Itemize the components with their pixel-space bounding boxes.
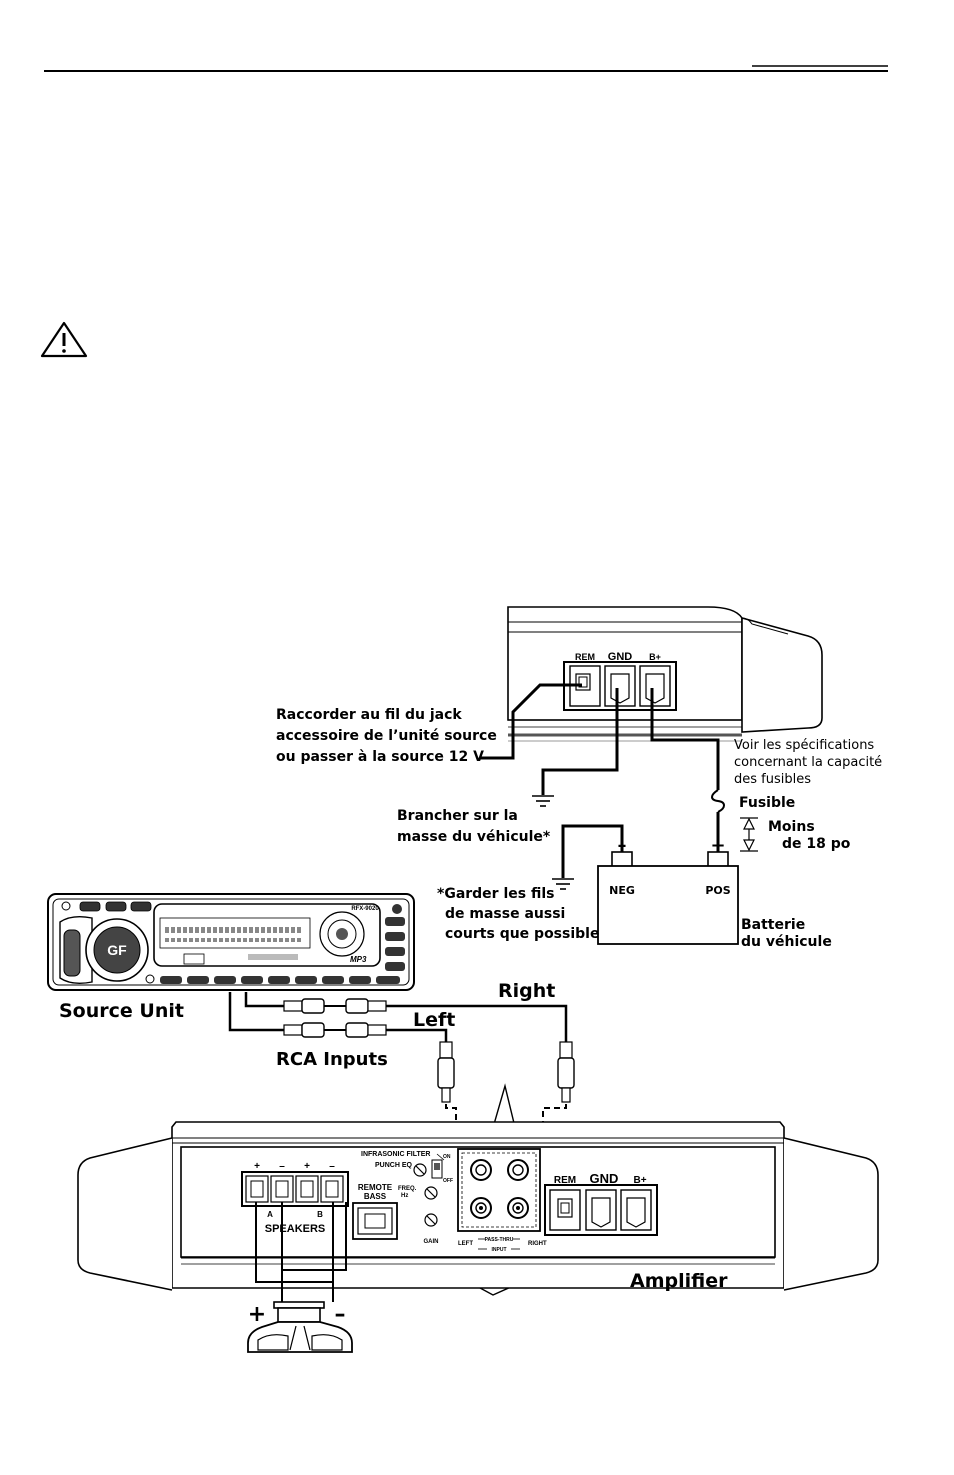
fuse-spec-line2: concernant la capacité [734, 755, 882, 770]
off-label: OFF [443, 1178, 453, 1184]
left-label: Left [413, 1009, 455, 1031]
battery-label-line2: du véhicule [741, 934, 832, 950]
head-unit-model: RFX-9020 [351, 906, 379, 912]
remote-bass-line2: BASS [364, 1192, 387, 1201]
rca-input-panel [457, 1148, 541, 1232]
battery-neg-label: NEG [609, 884, 635, 897]
gain-knob[interactable] [424, 1213, 438, 1227]
amp-top-bplus-label: B+ [649, 652, 661, 662]
input-label: INPUT [492, 1247, 507, 1253]
fuse-spec-line1: Voir les spécifications [734, 738, 874, 753]
punch-eq-label: PUNCH EQ [375, 1162, 413, 1169]
infrasonic-switch[interactable] [431, 1159, 443, 1179]
remote-bass-line1: REMOTE [358, 1183, 393, 1192]
amp-bplus-label: B+ [633, 1175, 646, 1186]
speaker-terminal-block [241, 1171, 349, 1207]
battery-label-line1: Batterie [741, 917, 805, 933]
short-ground-line3: courts que possible [445, 926, 599, 942]
spk-term-plus-a: + [254, 1161, 260, 1172]
speaker-minus-label: – [335, 1302, 346, 1327]
infrasonic-label: INFRASONIC FILTER [361, 1151, 430, 1158]
accessory-label-line3: ou passer à la source 12 V [276, 749, 484, 765]
freq-knob[interactable] [424, 1186, 438, 1200]
speaker-wires [255, 1202, 347, 1302]
fuse-label: Fusible [739, 795, 795, 811]
freq-label: FREQ. [398, 1186, 417, 1192]
distance-line1: Moins [768, 819, 815, 835]
accessory-label-line1: Raccorder au fil du jack [276, 707, 462, 723]
amp-top-gnd-label: GND [608, 651, 633, 663]
pass-thru-label: PASS-THRU [485, 1237, 514, 1243]
accessory-label-line2: accessoire de l’unité source [276, 728, 497, 744]
pass-thru-leader [478, 1238, 520, 1250]
battery-plus-sign: + [710, 835, 725, 856]
battery [597, 851, 739, 945]
amp-rem-label: REM [554, 1175, 576, 1186]
rca-inputs-label: RCA Inputs [276, 1049, 388, 1070]
amp-top-rem-label: REM [575, 652, 595, 662]
short-ground-line1: *Garder les fils [437, 886, 554, 902]
speaker-plus-label: + [248, 1302, 266, 1327]
rca-jack-pass-thru-left[interactable] [470, 1159, 492, 1181]
source-unit-label: Source Unit [59, 1000, 184, 1022]
rca-jack-input-right[interactable] [507, 1197, 529, 1219]
head-unit-mp3: MP3 [350, 955, 367, 964]
hz-label: Hz [401, 1193, 408, 1199]
ground-label-line1: Brancher sur la [397, 808, 518, 824]
remote-bass-port [352, 1202, 398, 1240]
battery-pos-label: POS [705, 884, 730, 897]
distance-line2: de 18 po [782, 836, 851, 852]
svg-text:GF: GF [107, 942, 127, 958]
speaker-channel-b: B [317, 1210, 323, 1219]
amp-power-terminal-block [544, 1184, 658, 1236]
amp-gnd-label: GND [590, 1171, 619, 1186]
battery-minus-sign: – [618, 835, 627, 856]
distance-arrow [740, 817, 758, 852]
ground-symbol-upper [532, 795, 554, 807]
short-ground-line2: de masse aussi [445, 906, 565, 922]
spk-term-minus-b: – [329, 1161, 335, 1172]
ground-label-line2: masse du véhicule* [397, 829, 551, 845]
gain-label: GAIN [424, 1239, 439, 1245]
amp-top-terminal-block [563, 661, 677, 711]
speakers-label: SPEAKERS [265, 1223, 326, 1235]
rca-left-label: LEFT [458, 1241, 473, 1247]
amplifier-label: Amplifier [630, 1270, 728, 1292]
rca-jack-pass-thru-right[interactable] [507, 1159, 529, 1181]
speaker-icon [247, 1301, 353, 1353]
infrasonic-leader [436, 1153, 445, 1161]
spk-term-minus-a: – [279, 1161, 285, 1172]
fuse-icon [711, 789, 725, 813]
speaker-channel-a: A [267, 1210, 273, 1219]
top-wiring [480, 683, 720, 878]
right-label: Right [498, 980, 555, 1002]
source-unit: GF [47, 893, 415, 991]
spk-term-plus-b: + [304, 1161, 310, 1172]
rca-jack-input-left[interactable] [470, 1197, 492, 1219]
punch-eq-knob[interactable] [413, 1163, 427, 1177]
ground-symbol-chassis [552, 878, 574, 890]
fuse-spec-line3: des fusibles [734, 772, 811, 787]
warning-icon [40, 321, 88, 358]
on-label: ON [443, 1154, 451, 1160]
rca-right-label: RIGHT [528, 1241, 547, 1247]
